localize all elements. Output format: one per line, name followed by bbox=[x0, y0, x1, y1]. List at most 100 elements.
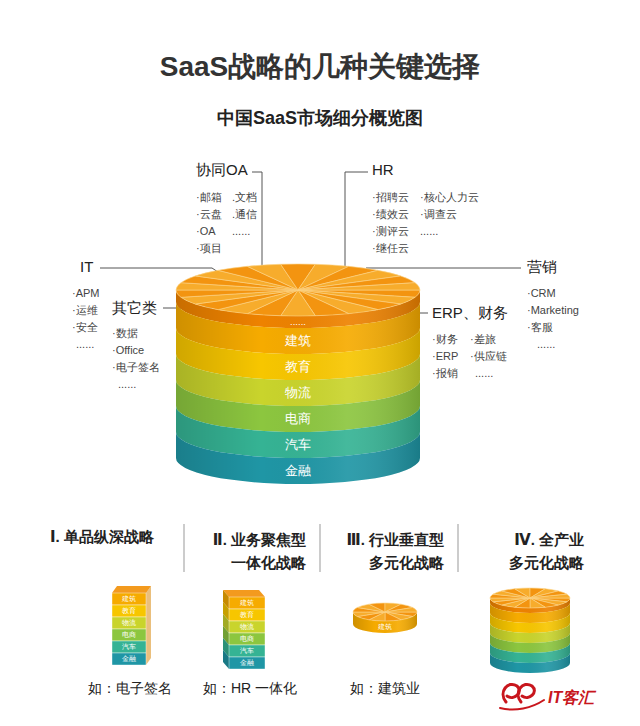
industry-band: 物流 bbox=[176, 328, 420, 406]
pie-slice bbox=[502, 589, 530, 598]
slice-side bbox=[223, 590, 229, 669]
band-label: 物流 bbox=[229, 621, 265, 633]
band-fill bbox=[176, 406, 420, 458]
band-shade bbox=[176, 432, 420, 484]
category-heading: 营销 bbox=[527, 258, 557, 276]
example-caption: 如：电子签名 bbox=[88, 680, 172, 697]
category-item: ·数据 bbox=[112, 327, 138, 340]
mini-band bbox=[490, 643, 570, 663]
slice-band: 电商 bbox=[229, 633, 265, 645]
band-fill bbox=[229, 609, 265, 621]
band-label: 建筑 bbox=[112, 593, 146, 605]
example-caption: 如：HR 一体化 bbox=[203, 680, 297, 697]
pie-face bbox=[353, 603, 417, 621]
band-label: 电商 bbox=[112, 629, 146, 641]
category-item: ·运维 bbox=[72, 304, 98, 317]
category-item: ·APM bbox=[72, 287, 100, 300]
slice-band: 金融 bbox=[112, 653, 146, 665]
pie-slice bbox=[490, 598, 530, 602]
logo-stroke bbox=[500, 700, 544, 710]
pie-slice bbox=[385, 608, 417, 613]
divider bbox=[319, 524, 321, 572]
band-fill bbox=[176, 380, 420, 432]
category-item: ·测评云 bbox=[372, 225, 409, 238]
slice-band: 汽车 bbox=[229, 645, 265, 657]
pie-face bbox=[176, 264, 420, 316]
band-fill bbox=[176, 432, 420, 484]
category-item: ·Office bbox=[112, 344, 144, 357]
pie-slice bbox=[385, 612, 401, 621]
band-shade bbox=[176, 406, 420, 458]
band-fill bbox=[229, 621, 265, 633]
slice-side bbox=[146, 586, 151, 665]
mini-pie-face bbox=[490, 588, 570, 608]
category-item: ...... bbox=[118, 378, 136, 391]
example-caption: 如：建筑业 bbox=[350, 680, 420, 697]
mini-band bbox=[490, 623, 570, 643]
industry-band: 汽车 bbox=[176, 380, 420, 458]
mini-band-fill bbox=[490, 623, 570, 643]
category-item: .文档 bbox=[232, 191, 257, 204]
logo-stroke bbox=[518, 684, 534, 702]
industry-disk: 建筑 bbox=[353, 603, 417, 633]
category-item: ...... bbox=[76, 338, 94, 351]
category-item: ·差旅 bbox=[470, 333, 496, 346]
pie-slice bbox=[530, 598, 545, 608]
mini-band-shade bbox=[490, 643, 570, 663]
slice-band: 教育 bbox=[229, 609, 265, 621]
band-fill bbox=[112, 629, 146, 641]
slice-band: 教育 bbox=[112, 605, 146, 617]
band-fill bbox=[112, 653, 146, 665]
slice-top bbox=[223, 590, 265, 597]
category-item: ·客服 bbox=[527, 321, 553, 334]
band-label: 金融 bbox=[229, 657, 265, 669]
band-fill bbox=[229, 645, 265, 657]
mini-band-fill bbox=[490, 653, 570, 673]
divider bbox=[183, 524, 185, 572]
band-label: 教育 bbox=[112, 605, 146, 617]
category-item: ·调查云 bbox=[420, 208, 457, 221]
strategy-heading: Ⅳ. 全产业 多元化战略 bbox=[462, 528, 584, 575]
slice-band: 物流 bbox=[229, 621, 265, 633]
mini-band bbox=[490, 653, 570, 673]
mini-band-fill bbox=[490, 643, 570, 663]
category-item: ·继任云 bbox=[372, 242, 409, 255]
category-heading: IT bbox=[80, 258, 93, 276]
category-item: ·CRM bbox=[527, 287, 556, 300]
category-item: ·供应链 bbox=[470, 350, 507, 363]
watermark: IT客汇 bbox=[548, 688, 594, 707]
mini-band-fill bbox=[490, 613, 570, 633]
mini-band-shade bbox=[490, 633, 570, 653]
category-item: .通信 bbox=[232, 208, 257, 221]
slice-band: 汽车 bbox=[112, 641, 146, 653]
band-fill bbox=[176, 328, 420, 380]
leader-lines bbox=[100, 172, 521, 313]
mini-band-shade bbox=[490, 613, 570, 633]
category-item: ·云盘 bbox=[196, 208, 222, 221]
pie-slice bbox=[353, 612, 385, 617]
band-label: 建筑 bbox=[353, 621, 417, 633]
industry-band: 教育 bbox=[176, 302, 420, 380]
strategy-heading: Ⅲ. 行业垂直型 多元化战略 bbox=[322, 528, 444, 575]
band-fill bbox=[176, 302, 420, 354]
band-fill bbox=[112, 593, 146, 605]
band-label: 汽车 bbox=[112, 641, 146, 653]
leader-line bbox=[345, 172, 368, 268]
band-shade bbox=[176, 380, 420, 432]
category-heading: HR bbox=[372, 161, 394, 179]
band-label: 教育 bbox=[229, 609, 265, 621]
band-fill bbox=[112, 605, 146, 617]
category-item: ·邮箱 bbox=[196, 191, 222, 204]
category-item: ·项目 bbox=[196, 242, 222, 255]
strategy-heading: Ⅱ. 业务聚焦型 一体化战略 bbox=[184, 528, 306, 575]
mini-band bbox=[490, 613, 570, 633]
band-shade bbox=[353, 612, 417, 633]
band-fill bbox=[229, 633, 265, 645]
category-heading: ERP、财务 bbox=[432, 304, 508, 322]
category-item: ·核心人力云 bbox=[420, 191, 479, 204]
slice-side-band bbox=[223, 650, 229, 669]
pie-slice bbox=[298, 283, 420, 290]
slice-band: 建筑 bbox=[229, 597, 265, 609]
mini-band-shade bbox=[490, 623, 570, 643]
category-item: ...... bbox=[475, 367, 493, 380]
